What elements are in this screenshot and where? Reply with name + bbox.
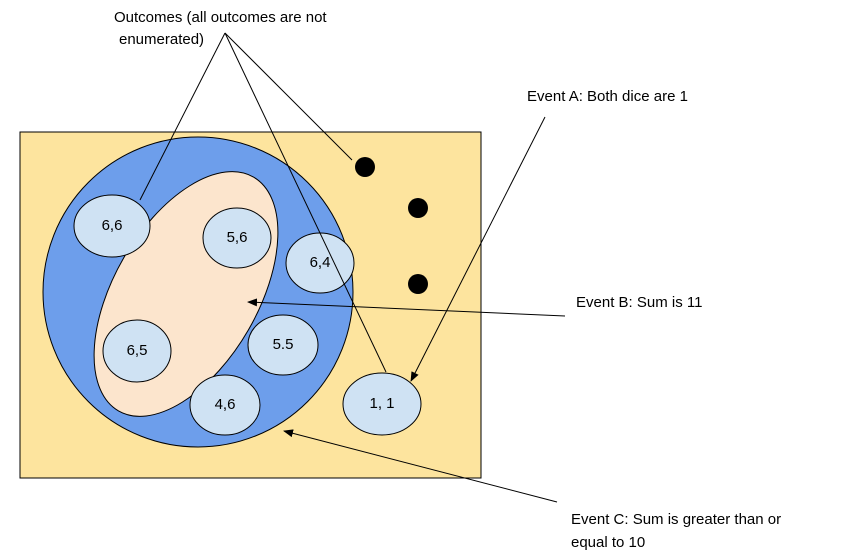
outcome-1-1: 1, 1 (342, 372, 422, 436)
outcome-label: 6,4 (310, 254, 331, 271)
outcome-label: 1, 1 (369, 395, 394, 412)
event-c-label: Event C: Sum is greater than or equal to… (571, 511, 785, 551)
event-c-label-line-1: Event C: Sum is greater than or (571, 511, 781, 528)
outcomes-pointer-lines (139, 32, 387, 373)
outcome-6-6: 6,6 (73, 194, 151, 258)
outcome-5-6: 5,6 (202, 207, 272, 269)
outcome-dot (408, 198, 428, 218)
outcome-4-6: 4,6 (189, 374, 261, 436)
outcome-dot (355, 157, 375, 177)
outcome-label: 6,5 (127, 342, 148, 359)
outcome-label: 4,6 (215, 396, 236, 413)
outcome-6-5: 6,5 (102, 319, 172, 383)
event-a-arrow (410, 116, 546, 382)
outcome-5-5: 5.5 (247, 314, 319, 376)
outcomes-label-line-1: Outcomes (all outcomes are not (114, 9, 327, 26)
event-c-arrow (283, 429, 558, 503)
event-c-label-line-2: equal to 10 (571, 534, 645, 551)
event-a-label: Event A: Both dice are 1 (527, 88, 688, 105)
outcome-label: 5.5 (273, 336, 294, 353)
event-b-arrow (247, 298, 566, 317)
outcomes-label-line-2: enumerated) (119, 31, 204, 48)
event-b-label: Event B: Sum is 11 (576, 294, 702, 311)
outcome-label: 5,6 (227, 229, 248, 246)
outcome-label: 6,6 (102, 217, 123, 234)
outcomes-label: Outcomes (all outcomes are not enumerate… (114, 9, 331, 48)
outcome-dot (408, 274, 428, 294)
